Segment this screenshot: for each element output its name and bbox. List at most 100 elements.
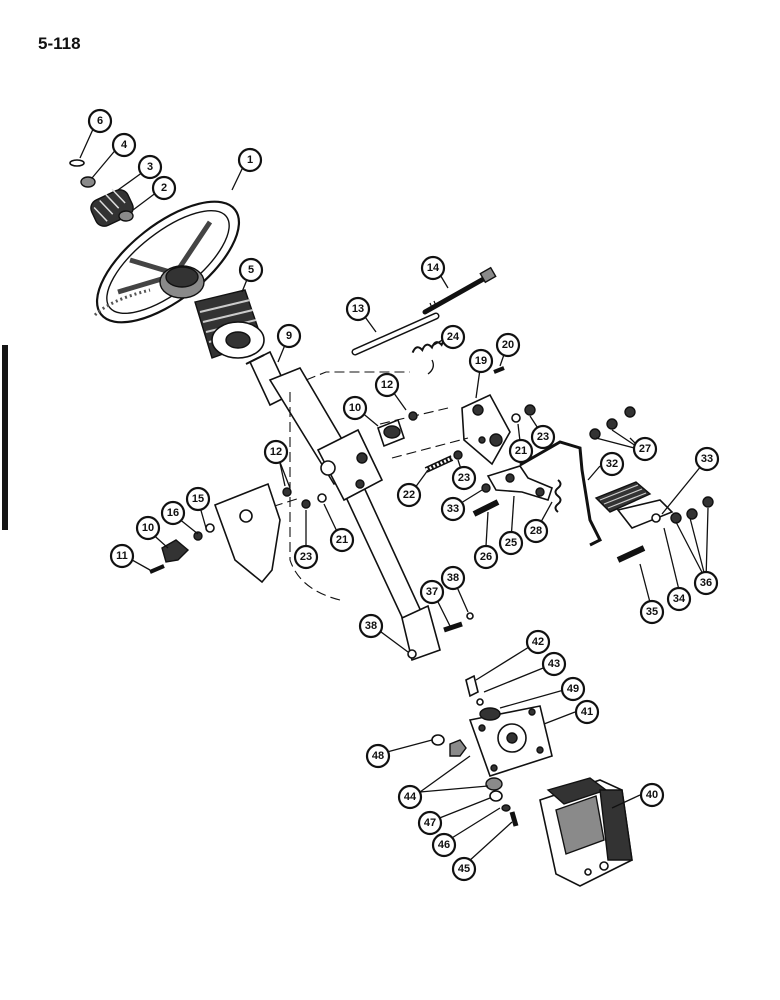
svg-text:12: 12 xyxy=(270,446,282,458)
svg-text:14: 14 xyxy=(427,262,440,274)
svg-text:1: 1 xyxy=(247,154,253,166)
svg-text:21: 21 xyxy=(515,445,527,457)
svg-text:12: 12 xyxy=(381,379,393,391)
callout-13: 13 xyxy=(345,296,371,322)
svg-text:45: 45 xyxy=(458,863,470,875)
svg-text:35: 35 xyxy=(646,606,658,618)
hub-washer xyxy=(80,176,96,188)
page-number: 5-118 xyxy=(38,34,81,53)
svg-text:2: 2 xyxy=(161,182,167,194)
svg-text:48: 48 xyxy=(372,750,384,762)
callout-16: 16 xyxy=(160,500,186,526)
snap-ring xyxy=(69,159,85,167)
callout-38-left: 38 xyxy=(358,613,384,639)
bolt-11 xyxy=(149,564,165,574)
svg-text:24: 24 xyxy=(447,331,460,343)
callout-10-lower: 10 xyxy=(135,515,161,541)
svg-text:10: 10 xyxy=(142,522,154,534)
callout-45: 45 xyxy=(451,856,477,882)
callout-4: 4 xyxy=(111,132,137,158)
callout-9: 9 xyxy=(276,323,302,349)
svg-text:4: 4 xyxy=(121,139,128,151)
callout-5: 5 xyxy=(238,257,264,283)
brake-pedal xyxy=(594,481,674,529)
callout-26: 26 xyxy=(473,544,499,570)
svg-text:27: 27 xyxy=(639,443,651,455)
callout-37: 37 xyxy=(419,579,445,605)
svg-text:37: 37 xyxy=(426,586,438,598)
svg-text:26: 26 xyxy=(480,551,492,563)
svg-text:41: 41 xyxy=(581,706,593,718)
callout-32: 32 xyxy=(599,451,625,477)
svg-text:38: 38 xyxy=(447,572,459,584)
svg-text:9: 9 xyxy=(286,330,292,342)
svg-text:3: 3 xyxy=(147,161,153,173)
svg-text:42: 42 xyxy=(532,636,544,648)
callout-38-right: 38 xyxy=(440,565,466,591)
callout-19: 19 xyxy=(468,348,494,374)
steering-pump xyxy=(539,777,633,887)
svg-text:22: 22 xyxy=(403,489,415,501)
svg-text:23: 23 xyxy=(458,472,470,484)
callout-42: 42 xyxy=(525,629,551,655)
column-bracket xyxy=(316,428,384,502)
callout-46: 46 xyxy=(431,832,457,858)
callout-22: 22 xyxy=(396,482,422,508)
callout-43: 43 xyxy=(541,651,567,677)
cover-plate xyxy=(213,482,281,584)
svg-text:36: 36 xyxy=(700,577,712,589)
callout-21-right: 21 xyxy=(508,438,534,464)
callout-11: 11 xyxy=(109,543,135,569)
svg-text:32: 32 xyxy=(606,458,618,470)
callout-25: 25 xyxy=(498,530,524,556)
callout-10-upper: 10 xyxy=(342,395,368,421)
callout-48: 48 xyxy=(365,743,391,769)
svg-text:6: 6 xyxy=(97,115,103,127)
svg-text:5: 5 xyxy=(248,264,254,276)
callout-6: 6 xyxy=(87,108,113,134)
svg-text:46: 46 xyxy=(438,839,450,851)
callout-23-left: 23 xyxy=(293,544,319,570)
svg-text:23: 23 xyxy=(300,551,312,563)
callout-12-lower: 12 xyxy=(263,439,289,465)
svg-text:40: 40 xyxy=(646,789,658,801)
hub-cap xyxy=(90,188,134,227)
callout-15: 15 xyxy=(185,486,211,512)
rod-32 xyxy=(519,440,603,547)
svg-text:16: 16 xyxy=(167,507,179,519)
hub-nut xyxy=(118,210,134,222)
svg-text:25: 25 xyxy=(505,537,517,549)
svg-text:11: 11 xyxy=(116,550,128,562)
svg-text:10: 10 xyxy=(349,402,361,414)
callout-27: 27 xyxy=(632,436,658,462)
callout-44: 44 xyxy=(397,784,423,810)
bracket-19 xyxy=(461,393,511,466)
callout-24: 24 xyxy=(440,324,466,350)
callout-35: 35 xyxy=(639,599,665,625)
svg-text:28: 28 xyxy=(530,525,542,537)
svg-text:33: 33 xyxy=(447,503,459,515)
svg-text:47: 47 xyxy=(424,817,436,829)
scan-edge-mark xyxy=(2,345,8,530)
hub-10-lower xyxy=(161,539,190,563)
svg-text:21: 21 xyxy=(336,534,348,546)
callout-3: 3 xyxy=(137,154,163,180)
svg-text:44: 44 xyxy=(404,791,417,803)
svg-text:19: 19 xyxy=(475,355,487,367)
svg-text:20: 20 xyxy=(502,339,514,351)
svg-text:49: 49 xyxy=(567,683,579,695)
svg-text:33: 33 xyxy=(701,453,713,465)
svg-text:38: 38 xyxy=(365,620,377,632)
callout-14: 14 xyxy=(420,255,446,281)
callout-49: 49 xyxy=(560,676,586,702)
steering-wheel xyxy=(93,200,241,324)
svg-text:34: 34 xyxy=(673,593,686,605)
hub-10-upper xyxy=(377,418,405,448)
callout-1: 1 xyxy=(237,147,263,173)
svg-text:43: 43 xyxy=(548,658,560,670)
pedal-linkage xyxy=(486,465,553,501)
nut-12-upper xyxy=(408,411,418,421)
mounting-plate xyxy=(468,705,553,777)
bolt-20 xyxy=(493,366,505,374)
